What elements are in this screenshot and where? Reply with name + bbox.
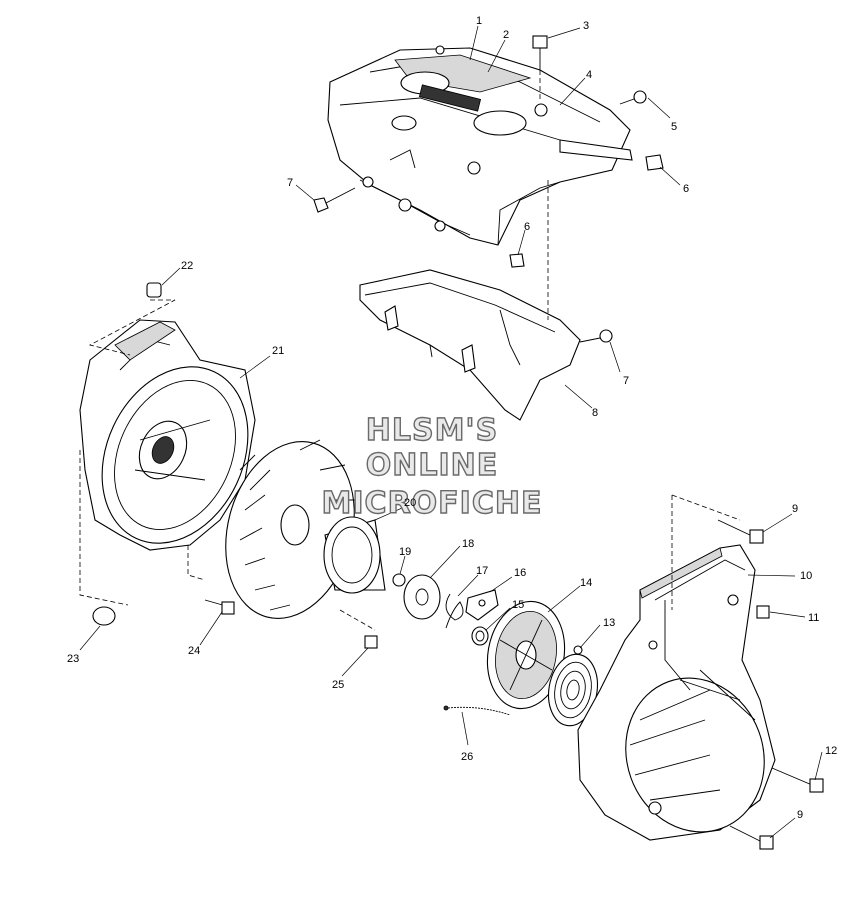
callout-4: 4 <box>586 69 592 81</box>
callout-13: 13 <box>603 617 615 629</box>
spring-17 <box>445 593 464 629</box>
callout-1: 1 <box>476 15 482 27</box>
callout-6-lower: 6 <box>524 221 530 233</box>
callout-20: 20 <box>404 497 416 509</box>
callout-11: 11 <box>808 612 819 624</box>
callout-7-upper: 7 <box>287 177 293 189</box>
flywheel-fan-part <box>225 439 386 619</box>
callout-26: 26 <box>461 751 473 763</box>
cylinder-cover-part <box>327 45 633 246</box>
starter-cover-part <box>577 544 776 841</box>
watermark: HLSM'S ONLINE MICROFICHE <box>321 412 543 521</box>
clip-6-lower <box>509 253 525 268</box>
callout-6-upper: 6 <box>683 183 689 195</box>
callout-18: 18 <box>462 538 474 550</box>
callout-labels: 1 2 3 4 5 6 6 7 7 8 9 9 10 11 12 13 14 1… <box>67 15 837 821</box>
callout-7-lower: 7 <box>623 375 629 387</box>
watermark-line-3: MICROFICHE <box>322 486 543 521</box>
bolt-12 <box>771 767 824 793</box>
callout-2: 2 <box>503 29 509 41</box>
callout-23: 23 <box>67 653 79 665</box>
watermark-line-2: ONLINE <box>366 448 499 483</box>
callout-19: 19 <box>399 546 411 558</box>
rope-26 <box>443 705 511 716</box>
callout-25: 25 <box>332 679 344 691</box>
pulley-14 <box>486 600 566 710</box>
washer-15 <box>471 626 489 646</box>
clip-6-upper <box>645 154 664 171</box>
callout-14: 14 <box>580 577 592 589</box>
callout-17: 17 <box>476 565 488 577</box>
bolt-24 <box>204 599 235 615</box>
callout-21: 21 <box>272 345 284 357</box>
callout-5: 5 <box>671 121 677 133</box>
bolt-5 <box>619 90 647 105</box>
recoil-spring-13 <box>548 645 598 727</box>
pawl-16 <box>465 589 499 621</box>
plate-18 <box>403 574 441 620</box>
nut-11 <box>756 605 770 619</box>
callout-9-lower: 9 <box>797 809 803 821</box>
bolt-3 <box>532 35 548 100</box>
callout-8: 8 <box>592 407 598 419</box>
lower-duct-part <box>359 269 581 421</box>
bolt-9-lower <box>729 825 774 850</box>
bolt-7-lower <box>579 329 613 343</box>
callout-3: 3 <box>583 20 589 32</box>
callout-9-upper: 9 <box>792 503 798 515</box>
callout-12: 12 <box>825 745 837 757</box>
nut-19 <box>392 573 406 587</box>
callout-15: 15 <box>512 599 524 611</box>
fan-housing-back-part <box>79 319 256 551</box>
callout-16: 16 <box>514 567 526 579</box>
callout-22: 22 <box>181 260 193 272</box>
seal-23 <box>92 606 116 626</box>
watermark-line-1: HLSM'S <box>366 413 498 448</box>
callout-10: 10 <box>800 570 812 582</box>
bolt-7-upper <box>313 187 356 213</box>
bolt-9-upper <box>717 519 764 544</box>
bolt-25 <box>364 635 378 649</box>
callout-24: 24 <box>188 645 200 657</box>
leader-lines <box>79 25 823 839</box>
dowel-22 <box>146 282 162 298</box>
